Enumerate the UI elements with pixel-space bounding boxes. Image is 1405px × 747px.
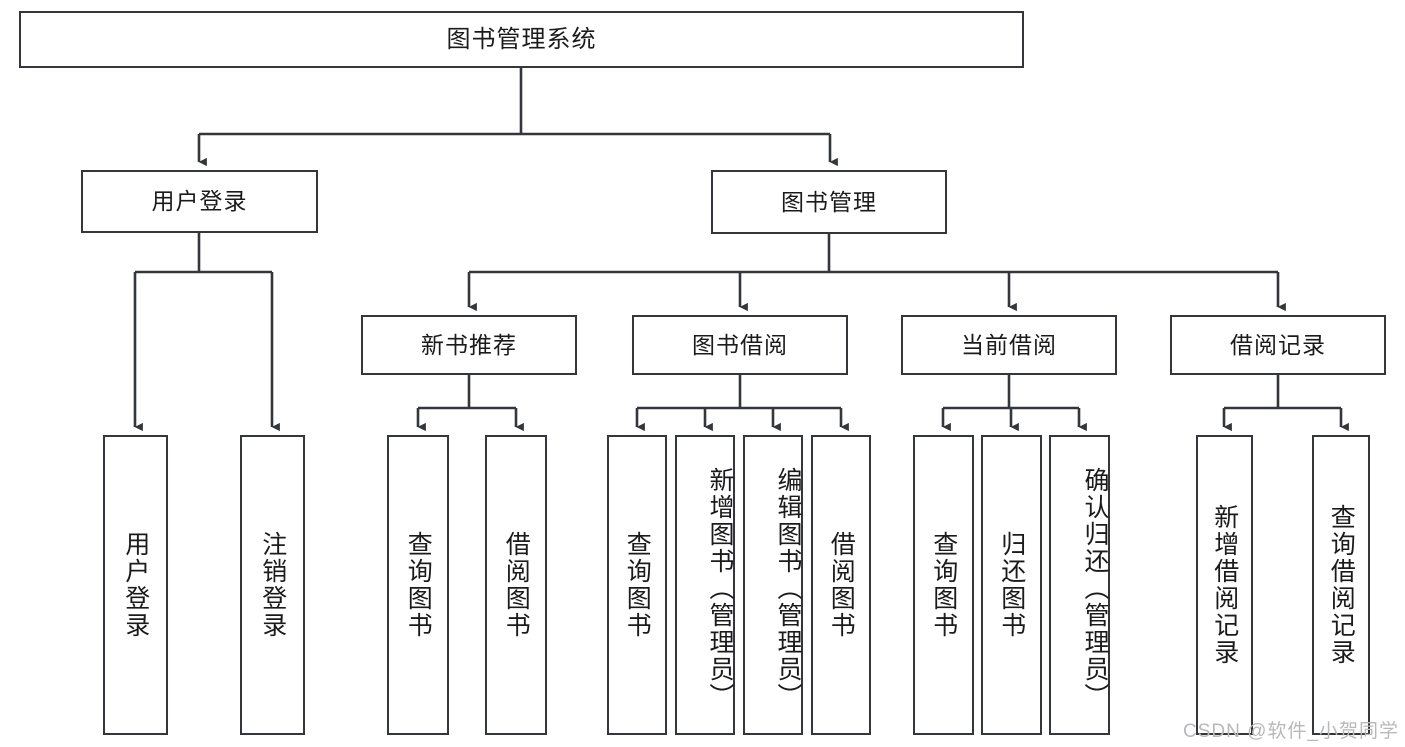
node-leaf-query-book-2[interactable]: 查询图书 xyxy=(607,435,667,735)
node-leaf-user-login[interactable]: 用户登录 xyxy=(103,435,168,735)
node-leaf-return-book[interactable]: 归还图书 xyxy=(981,435,1042,735)
node-current-borrow-label: 当前借阅 xyxy=(961,331,1057,358)
node-new-book-recommend[interactable]: 新书推荐 xyxy=(361,315,577,375)
node-leaf-query-record[interactable]: 查询借阅记录 xyxy=(1312,435,1370,735)
node-book-borrow-label: 图书借阅 xyxy=(692,331,788,358)
node-new-book-recommend-label: 新书推荐 xyxy=(421,331,517,358)
node-leaf-query-book-1[interactable]: 查询图书 xyxy=(387,435,449,735)
node-leaf-borrow-book-2-label: 借阅图书 xyxy=(827,531,856,639)
node-root-label: 图书管理系统 xyxy=(446,25,597,53)
node-leaf-logout[interactable]: 注销登录 xyxy=(240,435,305,735)
node-leaf-add-book-label: 新增图书（管理员） xyxy=(706,466,734,710)
node-leaf-confirm-return[interactable]: 确认归还（管理员） xyxy=(1049,435,1110,735)
node-leaf-edit-book[interactable]: 编辑图书（管理员） xyxy=(743,435,803,735)
node-leaf-query-record-label: 查询借阅记录 xyxy=(1327,504,1356,666)
node-leaf-query-book-1-label: 查询图书 xyxy=(404,531,433,639)
node-book-manage-label: 图书管理 xyxy=(781,188,877,215)
node-leaf-add-book[interactable]: 新增图书（管理员） xyxy=(675,435,735,735)
node-leaf-return-book-label: 归还图书 xyxy=(997,531,1026,639)
node-leaf-add-record-label: 新增借阅记录 xyxy=(1210,504,1239,666)
node-leaf-query-book-3-label: 查询图书 xyxy=(929,531,958,639)
node-leaf-confirm-return-label: 确认归还（管理员） xyxy=(1081,466,1109,710)
node-book-manage[interactable]: 图书管理 xyxy=(711,170,947,234)
node-current-borrow[interactable]: 当前借阅 xyxy=(901,315,1117,375)
node-leaf-borrow-book-2[interactable]: 借阅图书 xyxy=(811,435,871,735)
node-leaf-add-record[interactable]: 新增借阅记录 xyxy=(1196,435,1253,735)
node-root[interactable]: 图书管理系统 xyxy=(19,11,1024,68)
node-leaf-user-login-label: 用户登录 xyxy=(121,531,150,639)
watermark-text: CSDN @软件_小贺同学 xyxy=(1183,721,1399,742)
node-leaf-edit-book-label: 编辑图书（管理员） xyxy=(774,466,802,710)
node-user-login[interactable]: 用户登录 xyxy=(81,170,318,233)
node-leaf-borrow-book-1-label: 借阅图书 xyxy=(502,531,531,639)
node-book-borrow[interactable]: 图书借阅 xyxy=(632,315,848,375)
node-borrow-record-label: 借阅记录 xyxy=(1230,331,1326,358)
node-borrow-record[interactable]: 借阅记录 xyxy=(1170,315,1386,375)
node-leaf-query-book-3[interactable]: 查询图书 xyxy=(913,435,974,735)
node-leaf-logout-label: 注销登录 xyxy=(258,531,287,639)
node-leaf-query-book-2-label: 查询图书 xyxy=(623,531,652,639)
node-leaf-borrow-book-1[interactable]: 借阅图书 xyxy=(485,435,547,735)
node-user-login-label: 用户登录 xyxy=(151,188,248,214)
